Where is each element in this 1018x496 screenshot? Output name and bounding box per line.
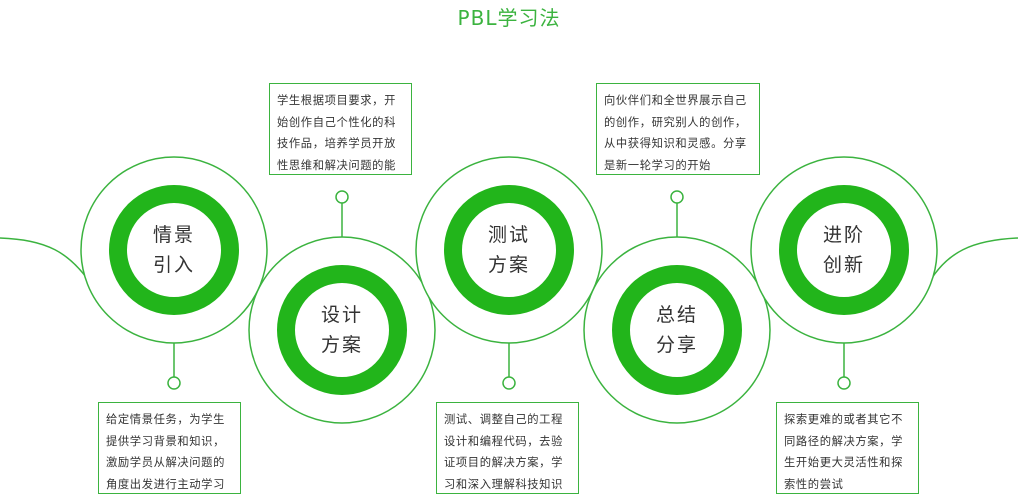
diagram-title: PBL学习法 (457, 6, 561, 30)
step-inner-ring-5 (779, 185, 909, 315)
step-label-4: 总结 分享 (637, 300, 717, 360)
step-label-line2: 创新 (822, 254, 865, 276)
step-description-2: 学生根据项目要求，开始创作自己个性化的科技作品，培养学员开放性思维和解决问题的能… (269, 83, 412, 175)
step-label-line2: 分享 (655, 334, 698, 356)
step-label-line2: 引入 (152, 254, 195, 276)
step-description-1: 给定情景任务，为学生提供学习背景和知识，激励学员从解决问题的角度出发进行主动学习 (98, 402, 241, 494)
step-label-line1: 进阶 (822, 224, 865, 246)
step-label-3: 测试 方案 (469, 220, 549, 280)
step-label-line1: 设计 (320, 304, 363, 326)
step-inner-ring-1 (109, 185, 239, 315)
step-description-4: 向伙伴们和全世界展示自己的创作，研究别人的创作，从中获得知识和灵感。分享是新一轮… (596, 83, 760, 175)
step-description-5: 探索更难的或者其它不同路径的解决方案，学生开始更大灵活性和探索性的尝试 (776, 402, 919, 494)
step-inner-ring-4 (612, 265, 742, 395)
step-description-3: 测试、调整自己的工程设计和编程代码，去验证项目的解决方案，学习和深入理解科技知识 (436, 402, 579, 494)
wave-line-right (924, 237, 1018, 291)
connector-dot-4 (670, 190, 684, 204)
connector-dot-3 (502, 376, 516, 390)
step-label-line1: 情景 (152, 224, 195, 246)
connector-dot-1 (167, 376, 181, 390)
step-inner-ring-3 (444, 185, 574, 315)
connector-dot-5 (837, 376, 851, 390)
step-label-line2: 方案 (320, 334, 363, 356)
step-inner-ring-2 (277, 265, 407, 395)
step-label-line2: 方案 (487, 254, 530, 276)
step-label-line1: 总结 (655, 304, 698, 326)
step-label-5: 进阶 创新 (804, 220, 884, 280)
step-label-2: 设计 方案 (302, 300, 382, 360)
step-label-line1: 测试 (487, 224, 530, 246)
connector-dot-2 (335, 190, 349, 204)
step-label-1: 情景 引入 (134, 220, 214, 280)
